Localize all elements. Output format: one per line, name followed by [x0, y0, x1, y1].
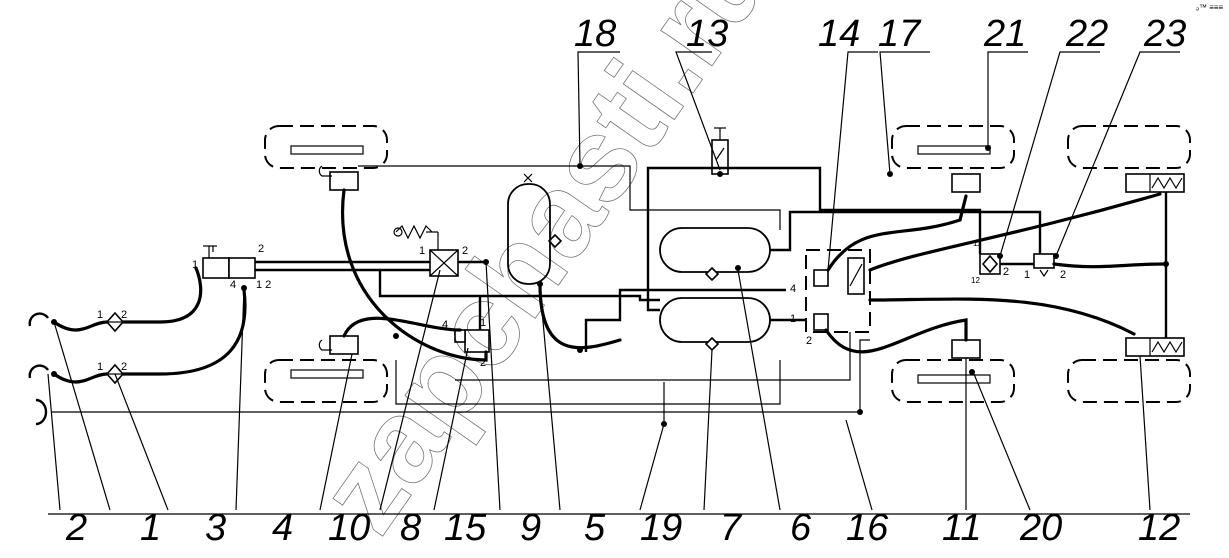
- wheel-rear-right-top: [1067, 125, 1191, 169]
- callout-19: 19: [640, 507, 682, 549]
- callout-11: 11: [942, 507, 981, 549]
- wheel-middle-right-bottom: [891, 359, 1015, 403]
- callout-23: 23: [1143, 13, 1186, 55]
- svg-text:1: 1: [480, 317, 486, 329]
- callout-7: 7: [720, 507, 743, 549]
- relay-valve-22: 11 12 2: [971, 239, 1009, 285]
- svg-text:11: 11: [973, 239, 982, 248]
- spring-chamber-rear-bottom: [1125, 337, 1185, 357]
- svg-text:2: 2: [121, 309, 127, 321]
- shutoff-valve: 1 2 4 1 2: [192, 243, 271, 291]
- svg-text:2: 2: [480, 357, 486, 369]
- callout-8: 8: [400, 507, 421, 549]
- callout-1: 1: [140, 507, 161, 549]
- line-filter-upper: 1 2: [97, 309, 127, 333]
- brake-chamber-rear-left: [318, 335, 359, 355]
- svg-text:4: 4: [442, 319, 448, 331]
- callout-16: 16: [846, 507, 889, 549]
- control-valve-15: 4 1 2: [442, 317, 490, 369]
- callout-2: 2: [65, 507, 87, 549]
- air-reservoir-7: [659, 297, 771, 352]
- callout-15: 15: [444, 507, 487, 549]
- callout-20: 20: [1019, 507, 1062, 549]
- wheel-front-left: [264, 125, 388, 169]
- svg-text:1: 1: [1024, 269, 1030, 281]
- watermark-text: zapchasti.ru: [293, 0, 796, 555]
- callout-6: 6: [790, 507, 812, 549]
- svg-text:2: 2: [1003, 266, 1009, 278]
- pneumatic-lines: [52, 165, 1168, 424]
- svg-text:1: 1: [419, 245, 425, 257]
- svg-text:2: 2: [462, 245, 468, 257]
- svg-text:2: 2: [1060, 269, 1066, 281]
- air-reservoir-5: [507, 173, 563, 285]
- svg-text:1: 1: [192, 259, 198, 271]
- callout-18: 18: [574, 13, 616, 55]
- brake-chamber-middle-top: [951, 173, 981, 193]
- svg-text:1: 1: [97, 309, 103, 321]
- brake-chamber-middle-bottom: [951, 339, 981, 359]
- svg-text:4: 4: [230, 279, 236, 291]
- callout-9: 9: [520, 507, 541, 549]
- svg-text:4: 4: [790, 283, 796, 295]
- callout-21: 21: [983, 13, 1026, 55]
- coupling-heads: [28, 312, 57, 426]
- svg-text:2: 2: [806, 335, 812, 347]
- svg-text:2: 2: [258, 243, 264, 255]
- spring-chamber-rear-top: [1125, 173, 1185, 193]
- quick-release-valve-23: 1 2: [1024, 253, 1066, 281]
- brake-chamber-front-left: [318, 165, 359, 191]
- corner-mark: ₔ™ ≡≡≡: [1196, 3, 1224, 12]
- svg-text:1 2: 1 2: [256, 279, 271, 291]
- callout-13: 13: [686, 13, 728, 55]
- air-reservoir-6: [659, 227, 771, 282]
- callout-17: 17: [878, 13, 922, 55]
- callout-10: 10: [328, 507, 370, 549]
- callout-5: 5: [584, 507, 606, 549]
- callout-3: 3: [205, 507, 226, 549]
- relay-valve-8: 1 2: [393, 224, 468, 277]
- line-filter-lower: 1 2: [97, 361, 127, 385]
- leader-lines: [47, 51, 1180, 511]
- callout-4: 4: [272, 507, 293, 549]
- callout-14: 14: [818, 13, 860, 55]
- svg-text:1: 1: [97, 361, 103, 373]
- callout-12: 12: [1138, 507, 1180, 549]
- wheel-middle-right-top: [891, 125, 1015, 169]
- wheel-rear-left-inner: [264, 359, 388, 403]
- svg-text:12: 12: [971, 276, 980, 285]
- callout-numbers: 2 1 3 4 10 8 15 9 5 19 7 6 16 11 20 12 1…: [65, 13, 1186, 549]
- svg-text:2: 2: [121, 361, 127, 373]
- wheel-rear-right-bottom: [1067, 359, 1191, 403]
- callout-22: 22: [1065, 13, 1108, 55]
